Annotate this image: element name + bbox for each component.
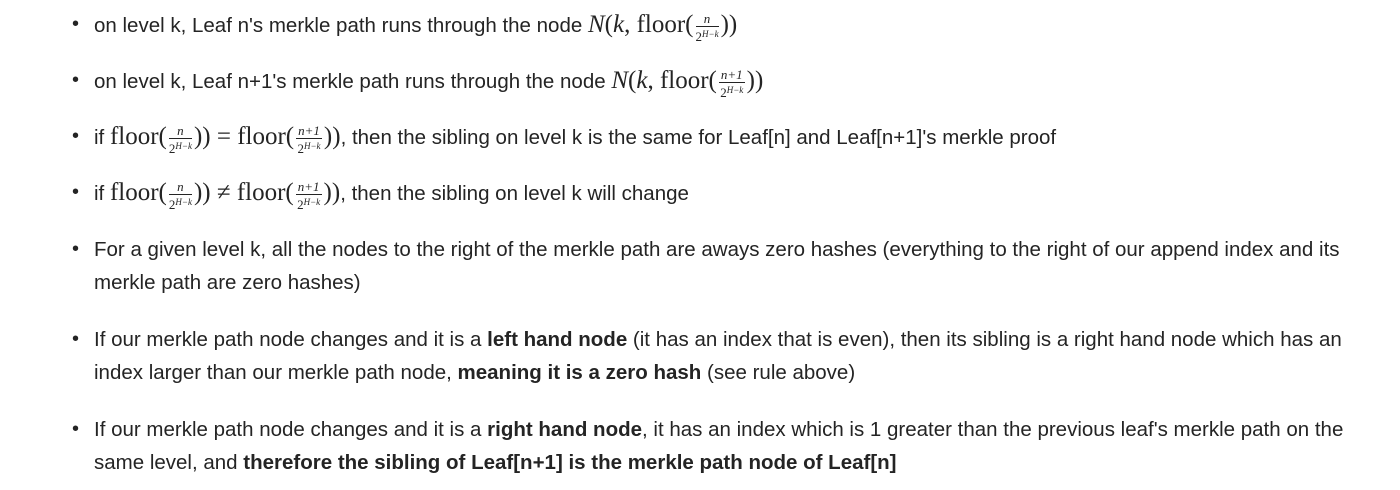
bullet-icon: • (72, 328, 80, 350)
math-variable: k (612, 11, 625, 38)
text: , then the sibling on level k will chang… (340, 182, 689, 205)
bullet-icon: • (72, 181, 80, 203)
list-item: • on level k, Leaf n+1's merkle path runs… (72, 64, 1364, 99)
math-variable: N (587, 11, 605, 38)
text: on level k, Leaf n's merkle path runs th… (94, 14, 588, 37)
list-item: • For a given level k, all the nodes to t… (72, 233, 1364, 299)
math-text: , floor( (647, 67, 717, 94)
math-expression: N(k, floor(n+1 2H−k)) (611, 67, 764, 99)
bullet-icon: • (72, 69, 80, 91)
text: , then the sibling on level k is the sam… (340, 126, 1057, 149)
exponent: H−k (726, 85, 744, 95)
bold-text: left hand node (487, 328, 628, 351)
text: , it has an index which is 1 greater tha… (94, 418, 1344, 474)
denominator: 2H−k (297, 141, 321, 156)
numerator: n+1 (296, 123, 322, 139)
bold-text: right hand node (487, 418, 643, 441)
math-variable: k (636, 67, 648, 94)
text: on level k, Leaf n+1's merkle path runs … (94, 70, 612, 93)
exponent: H−k (175, 141, 192, 151)
numerator: n+1 (295, 179, 322, 195)
list-item: • if floor(n 2H−k)) ≠ floor(n+1 2H−k)), the… (72, 176, 1364, 211)
numerator: n (168, 124, 192, 139)
denominator: 2H−k (720, 85, 744, 100)
fraction: n 2H−k (168, 180, 192, 212)
math-text: )) = floor( (193, 123, 295, 150)
list-item: • If our merkle path node changes and it … (72, 413, 1364, 479)
text: For a given level k, all the nodes to th… (94, 238, 1340, 294)
list-item: • If our merkle path node changes and it … (72, 323, 1364, 389)
exponent: H−k (175, 197, 192, 207)
denominator: 2H−k (168, 197, 192, 212)
text: If our merkle path node changes and it i… (94, 418, 488, 441)
exponent: H−k (303, 197, 321, 207)
math-text: )) (323, 179, 341, 206)
exponent: H−k (303, 141, 321, 151)
fraction: n+1 2H−k (718, 67, 745, 100)
text: if (94, 126, 110, 149)
numerator: n (695, 12, 719, 27)
text: (it has an index that is even), then its… (94, 328, 1342, 384)
math-text: ( (628, 67, 637, 94)
math-text: )) (720, 11, 738, 38)
math-text: )) ≠ floor( (193, 179, 294, 206)
fraction: n 2H−k (695, 12, 719, 44)
fraction: n+1 2H−k (296, 124, 322, 155)
bullet-icon: • (72, 418, 80, 440)
bold-text: therefore the sibling of Leaf[n+1] is th… (243, 451, 897, 474)
math-text: ( (604, 11, 613, 38)
exponent: H−k (702, 29, 719, 39)
math-expression: N(k, floor(n 2H−k)) (587, 11, 738, 43)
math-text: )) (323, 123, 341, 150)
denominator: 2H−k (168, 141, 192, 156)
math-expression: floor(n 2H−k)) = floor(n+1 2H−k)) (109, 123, 341, 155)
bullet-icon: • (72, 238, 80, 260)
math-text: floor( (109, 179, 167, 206)
denominator: 2H−k (695, 29, 719, 44)
fraction: n+1 2H−k (295, 179, 322, 212)
text: if (94, 182, 110, 205)
list-item: • if floor(n 2H−k)) = floor(n+1 2H−k)), the… (72, 120, 1364, 155)
math-variable: N (611, 67, 629, 94)
math-text: , floor( (624, 11, 694, 38)
numerator: n (168, 180, 192, 195)
math-expression: floor(n 2H−k)) ≠ floor(n+1 2H−k)) (109, 179, 341, 211)
text: If our merkle path node changes and it i… (94, 328, 488, 351)
bullet-icon: • (72, 13, 80, 35)
denominator: 2H−k (297, 197, 321, 212)
fraction: n 2H−k (168, 124, 192, 156)
bold-text: meaning it is a zero hash (457, 361, 702, 384)
text: (see rule above) (701, 361, 856, 384)
list-item: • on level k, Leaf n's merkle path runs t… (72, 8, 1364, 43)
math-text: floor( (109, 123, 167, 150)
bullet-icon: • (72, 125, 80, 147)
numerator: n+1 (718, 67, 745, 83)
math-text: )) (746, 67, 764, 94)
